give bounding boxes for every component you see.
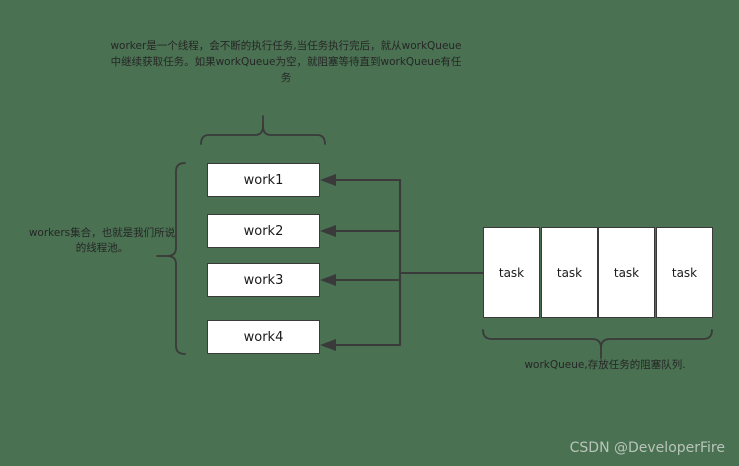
workqueue-annotation: workQueue,存放任务的阻塞队列. — [524, 359, 686, 371]
arrowhead-work3 — [320, 274, 336, 286]
csdn-watermark: CSDN @DeveloperFire — [569, 440, 725, 456]
worker-annotation: worker是一个线程，会不断的执行任务,当任务执行完后，就从workQueue… — [110, 40, 462, 84]
worker-box-2: work2 — [207, 214, 320, 248]
brace-top-workers — [200, 125, 326, 145]
task-box-3: task — [598, 227, 655, 318]
arrowhead-work1 — [320, 174, 336, 186]
brace-left-workers — [166, 162, 186, 355]
arrowhead-work4 — [320, 339, 336, 351]
worker-box-4: work4 — [207, 320, 320, 354]
worker-box-3: work3 — [207, 263, 320, 297]
arrowhead-work2 — [320, 225, 336, 237]
worker-box-1: work1 — [207, 163, 320, 197]
brace-bottom-queue — [482, 329, 713, 349]
task-box-4: task — [656, 227, 713, 318]
task-box-1: task — [483, 227, 540, 318]
task-box-2: task — [541, 227, 598, 318]
workers-annotation: workers集合，也就是我们所说的线程池。 — [28, 227, 176, 254]
